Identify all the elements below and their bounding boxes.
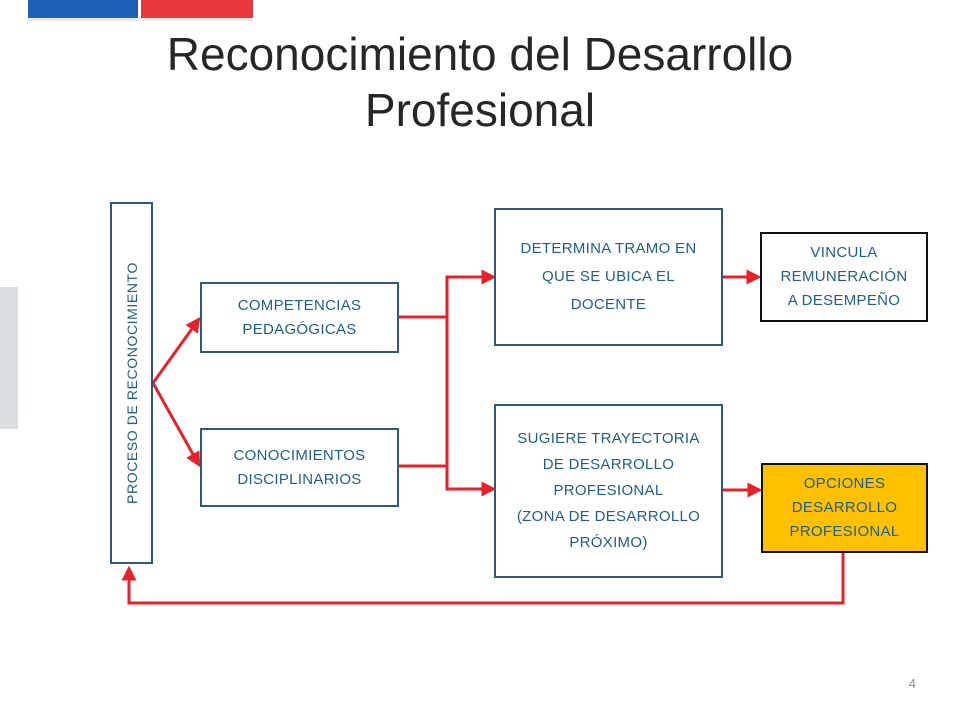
sugiere-line5: PRÓXIMO) — [569, 534, 648, 551]
vincula-line2: REMUNERACIÓN — [780, 268, 908, 285]
competencias-line1: COMPETENCIAS — [237, 296, 362, 314]
slide-title-line1: Reconocimiento del Desarrollo — [166, 28, 794, 80]
vincula-line3: A DESEMPEÑO — [787, 292, 901, 309]
arrow-junction-to-determina — [445, 269, 497, 317]
sugiere-line1: SUGIERE TRAYECTORIA — [517, 430, 700, 447]
arrow-feedback-loop — [121, 553, 845, 605]
sugiere-line2: DE DESARROLLO — [542, 456, 675, 473]
opciones-line3: PROFESIONAL — [789, 523, 900, 540]
opciones-line2: DESARROLLO — [791, 499, 898, 516]
page-number: 4 — [908, 676, 916, 691]
determina-line2: QUE SE UBICA EL — [542, 268, 675, 285]
sugiere-box: SUGIERE TRAYECTORIA DE DESARROLLO PROFES… — [494, 404, 723, 578]
competencias-line2: PEDAGÓGICAS — [242, 320, 357, 338]
arrow-process-to-competencias — [151, 317, 201, 384]
opciones-line1: OPCIONES — [803, 475, 886, 492]
determina-line1: DETERMINA TRAMO EN — [520, 240, 697, 257]
flag-red-stripe — [141, 0, 253, 18]
conocimientos-line1: CONOCIMIENTOS — [233, 446, 366, 464]
sugiere-line4: (ZONA DE DESARROLLO — [516, 508, 701, 525]
flag-blue-stripe — [28, 0, 138, 18]
sugiere-line3: PROFESIONAL — [553, 482, 664, 499]
conocimientos-box: CONOCIMIENTOS DISCIPLINARIOS — [200, 428, 399, 507]
process-box: PROCESO DE RECONOCIMIENTO — [110, 202, 153, 564]
slide-title-line2: Profesional — [364, 84, 596, 136]
arrow-process-to-conocimientos — [151, 382, 201, 468]
side-tab — [0, 287, 18, 429]
determina-line3: DOCENTE — [570, 296, 647, 313]
competencias-box: COMPETENCIAS PEDAGÓGICAS — [200, 282, 399, 353]
process-label: PROCESO DE RECONOCIMIENTO — [123, 262, 140, 504]
vincula-box: VINCULA REMUNERACIÓN A DESEMPEÑO — [760, 232, 928, 322]
vincula-line1: VINCULA — [810, 244, 878, 261]
opciones-box: OPCIONES DESARROLLO PROFESIONAL — [761, 463, 928, 553]
arrow-junction-to-sugiere — [445, 317, 497, 497]
conocimientos-line2: DISCIPLINARIOS — [237, 470, 362, 488]
determina-box: DETERMINA TRAMO EN QUE SE UBICA EL DOCEN… — [494, 208, 723, 346]
slide-title: Reconocimiento del Desarrollo Profesiona… — [60, 26, 900, 138]
flag-underline — [28, 18, 253, 21]
